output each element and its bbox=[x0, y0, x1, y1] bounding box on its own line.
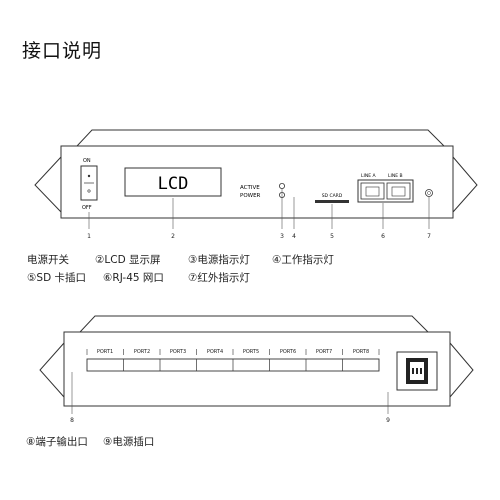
active-label: ACTIVE bbox=[240, 185, 260, 191]
legend-sd-card-slot: ⑤SD 卡插口 bbox=[27, 272, 87, 284]
mounting-ear-left bbox=[34, 155, 62, 214]
port7-label: PORT7 bbox=[316, 349, 332, 355]
legend-power-indicator: ③电源指示灯 bbox=[188, 254, 250, 266]
switch-on-label: ON bbox=[83, 158, 91, 164]
legend-power-socket: ⑨电源插口 bbox=[103, 436, 155, 448]
callout-7: 7 bbox=[427, 233, 431, 240]
mounting-ear-left bbox=[39, 341, 65, 399]
callout-3: 3 bbox=[280, 233, 284, 240]
terminal-output-block[interactable] bbox=[86, 349, 380, 372]
port8-label: PORT8 bbox=[353, 349, 369, 355]
callout-8: 8 bbox=[70, 417, 74, 424]
switch-off-label: OFF bbox=[82, 205, 92, 211]
legend-lcd-display: ②LCD 显示屏 bbox=[95, 254, 161, 266]
lcd-display bbox=[124, 167, 222, 197]
legend-ir-indicator: ⑦红外指示灯 bbox=[188, 272, 250, 284]
ir-indicator-light bbox=[425, 189, 433, 197]
back-panel: PORT1 PORT2 PORT3 PORT4 PORT5 PORT6 PORT… bbox=[39, 315, 474, 424]
lcd-label: LCD bbox=[158, 174, 189, 194]
front-panel: ON OFF LCD ACTIVE POWER SD CARD LINE A L… bbox=[34, 129, 478, 240]
sd-card-slot[interactable] bbox=[315, 200, 349, 203]
callout-1: 1 bbox=[87, 233, 91, 240]
legend-terminal-output: ⑧端子输出口 bbox=[26, 436, 88, 448]
line-b-label: LINE B bbox=[388, 173, 403, 179]
active-indicator-light bbox=[278, 182, 285, 189]
callout-9: 9 bbox=[386, 417, 390, 424]
legend-power-switch: 电源开关 bbox=[27, 254, 69, 266]
callout-4: 4 bbox=[292, 233, 296, 240]
callout-6: 6 bbox=[381, 233, 385, 240]
power-socket[interactable] bbox=[396, 351, 438, 391]
rj45-port-b[interactable] bbox=[386, 182, 411, 200]
mounting-ear-right bbox=[449, 341, 474, 399]
rj45-port-a[interactable] bbox=[360, 182, 385, 200]
port4-label: PORT4 bbox=[207, 349, 223, 355]
legend-rj45-port: ⑥RJ-45 网口 bbox=[103, 272, 164, 284]
port5-label: PORT5 bbox=[243, 349, 259, 355]
power-label: POWER bbox=[240, 193, 261, 199]
port2-label: PORT2 bbox=[134, 349, 150, 355]
page-title: 接口说明 bbox=[22, 40, 103, 62]
port6-label: PORT6 bbox=[280, 349, 296, 355]
callout-2: 2 bbox=[171, 233, 175, 240]
port3-label: PORT3 bbox=[170, 349, 186, 355]
sd-card-label: SD CARD bbox=[322, 193, 343, 199]
port1-label: PORT1 bbox=[97, 349, 113, 355]
callout-5: 5 bbox=[330, 233, 334, 240]
mounting-ear-right bbox=[452, 155, 478, 214]
legend-work-indicator: ④工作指示灯 bbox=[272, 254, 334, 266]
line-a-label: LINE A bbox=[361, 173, 376, 179]
